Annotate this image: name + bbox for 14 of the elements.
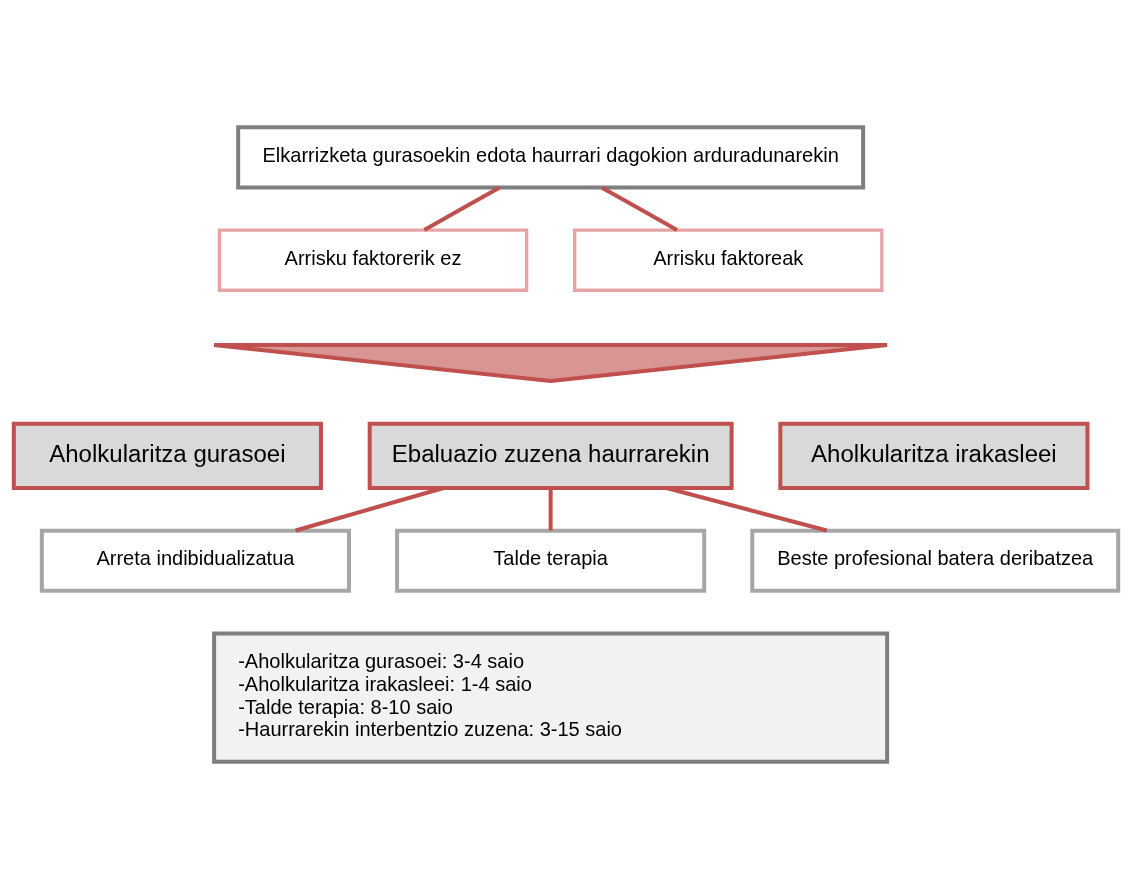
node-box: Arrisku faktoreak (573, 228, 884, 292)
node-box: Elkarrizketa gurasoekin edota haurrari dagokion arduradunarekin (236, 125, 866, 190)
node-arrow (212, 343, 890, 384)
node-box: Talde terapia (395, 528, 707, 593)
connector (548, 488, 553, 531)
connector (601, 185, 678, 232)
node-box: -Aholkularitza gurasoei: 3-4 saio -Aholkularitza irakasleei: 1-4 saio -Talde terapia: 8-10 saio -Haurrarekin interbentzio zuzena: 3-15 saio (212, 631, 890, 764)
node-box: Arrisku faktorerik ez (217, 228, 529, 292)
connector (423, 185, 501, 232)
node-box: Beste profesional batera deribatzea (750, 528, 1121, 593)
node-box: Aholkularitza irakasleei (778, 421, 1090, 490)
node-box: Aholkularitza gurasoei (11, 421, 323, 490)
node-box: Ebaluazio zuzena haurrarekin (367, 421, 734, 490)
node-box: Arreta indibidualizatua (39, 528, 351, 593)
